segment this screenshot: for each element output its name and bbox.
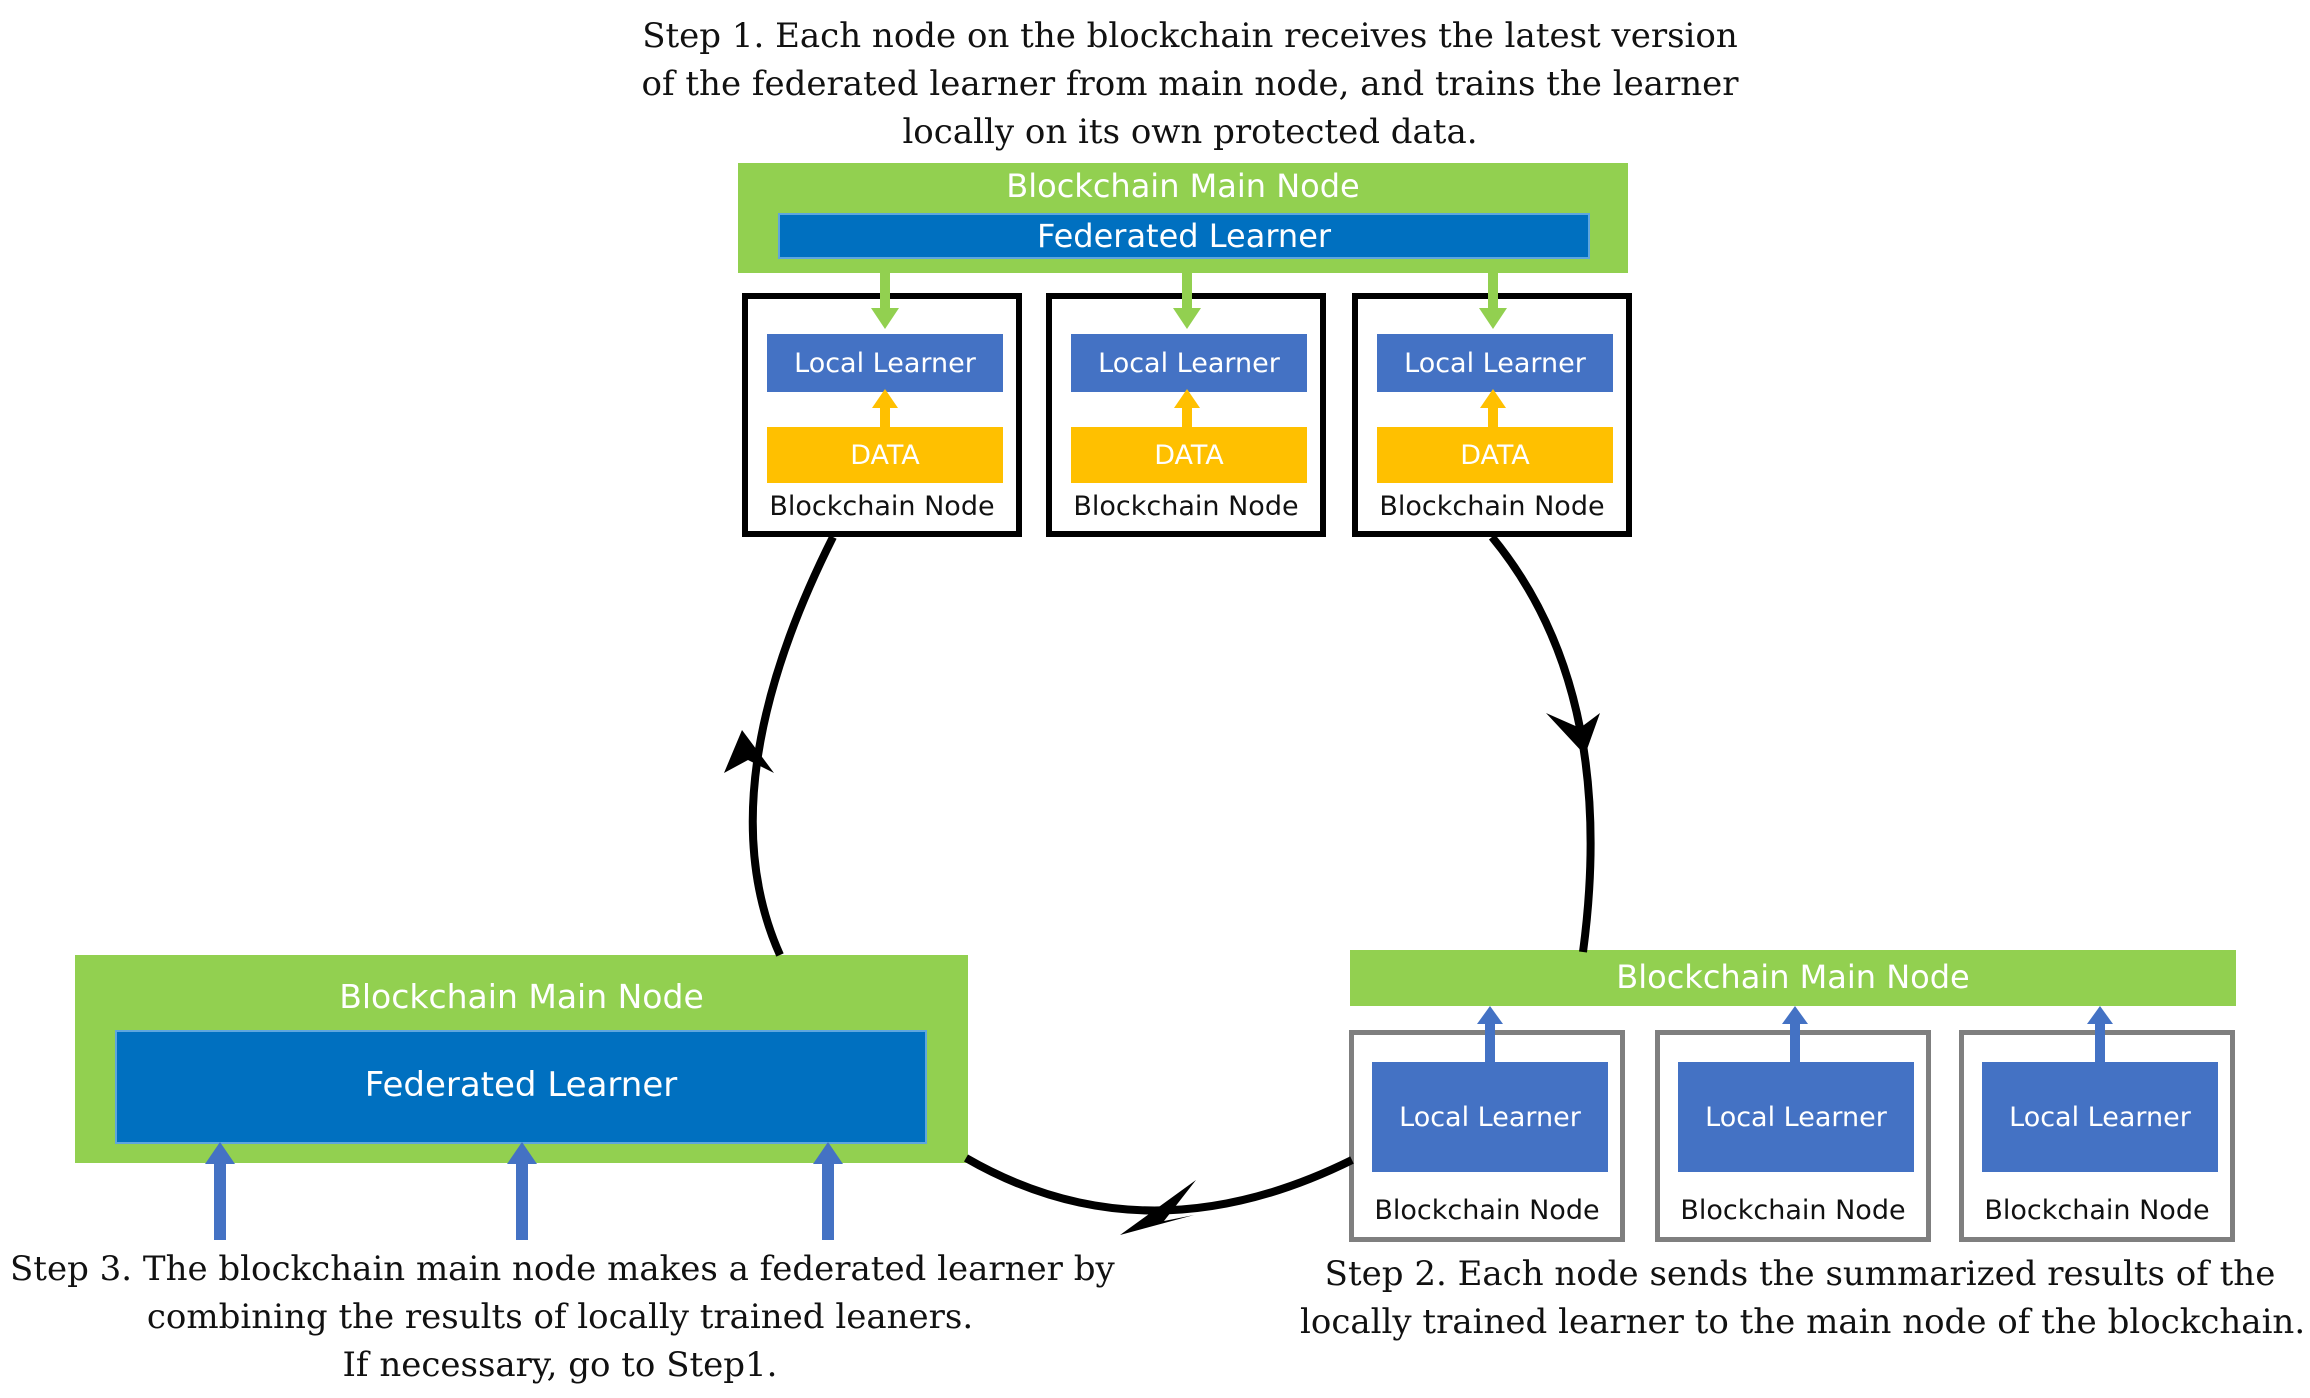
- blue-arrow-left-1: [205, 1142, 235, 1240]
- right-node-3-local-learner: Local Learner: [1982, 1062, 2218, 1172]
- top-node-1-local-learner: Local Learner: [767, 334, 1003, 392]
- top-main-node: Blockchain Main Node Federated Learner: [738, 163, 1628, 273]
- step2-line-2: locally trained learner to the main node…: [1300, 1302, 2306, 1342]
- right-node-2-label: Blockchain Node: [1680, 1195, 1906, 1226]
- right-node-1: Local Learner Blockchain Node: [1349, 1030, 1625, 1242]
- top-node-1-data: DATA: [767, 427, 1003, 483]
- cycle-arrowhead-up: [724, 730, 774, 773]
- step2-line-1: Step 2. Each node sends the summarized r…: [1324, 1254, 2276, 1294]
- step1-caption: Step 1. Each node on the blockchain rece…: [560, 12, 1820, 156]
- step1-line-2: of the federated learner from main node,…: [641, 64, 1739, 104]
- top-node-3-label: Blockchain Node: [1379, 491, 1605, 522]
- cycle-arrowhead-left: [1120, 1180, 1196, 1235]
- right-main-node: Blockchain Main Node: [1350, 950, 2236, 1006]
- top-federated-learner-label: Federated Learner: [1036, 217, 1332, 255]
- right-node-3-label: Blockchain Node: [1984, 1195, 2210, 1226]
- right-main-node-title: Blockchain Main Node: [1616, 958, 1970, 996]
- left-main-node-title: Blockchain Main Node: [339, 977, 704, 1016]
- blue-arrow-left-2: [507, 1142, 537, 1240]
- blue-arrow-right-2: [1782, 1006, 1808, 1062]
- left-main-node: Blockchain Main Node Federated Learner: [75, 955, 968, 1163]
- left-federated-learner-label: Federated Learner: [364, 1065, 678, 1105]
- top-federated-learner: Federated Learner: [778, 213, 1590, 259]
- top-node-2-data: DATA: [1071, 427, 1307, 483]
- top-node-1-label: Blockchain Node: [769, 491, 995, 522]
- top-node-2-local-learner: Local Learner: [1071, 334, 1307, 392]
- left-federated-learner: Federated Learner: [115, 1030, 927, 1144]
- step3-line-1: Step 3. The blockchain main node makes a…: [10, 1249, 1115, 1289]
- right-node-2-local-learner: Local Learner: [1678, 1062, 1914, 1172]
- step1-line-3: locally on its own protected data.: [902, 112, 1478, 152]
- right-node-1-local-learner: Local Learner: [1372, 1062, 1608, 1172]
- right-node-3: Local Learner Blockchain Node: [1959, 1030, 2235, 1242]
- cycle-arc-left: [748, 535, 837, 957]
- blue-arrow-left-3: [813, 1142, 843, 1240]
- top-node-2-label: Blockchain Node: [1073, 491, 1299, 522]
- yellow-arrow-2: [1174, 389, 1200, 427]
- step1-line-1: Step 1. Each node on the blockchain rece…: [642, 16, 1738, 56]
- cycle-arc-right: [1488, 534, 1595, 953]
- cycle-arrowhead-down: [1546, 713, 1600, 755]
- yellow-arrow-1: [872, 389, 898, 427]
- green-arrow-2: [1173, 273, 1201, 329]
- step3-caption: Step 3. The blockchain main node makes a…: [10, 1245, 1115, 1389]
- top-node-1: Local Learner DATA Blockchain Node: [742, 293, 1022, 537]
- top-node-3-local-learner: Local Learner: [1377, 334, 1613, 392]
- cycle-arc-bottom: [964, 1154, 1354, 1215]
- top-node-3-data: DATA: [1377, 427, 1613, 483]
- yellow-arrow-3: [1480, 389, 1506, 427]
- step3-line-2: combining the results of locally trained…: [146, 1297, 974, 1337]
- green-arrow-1: [871, 273, 899, 329]
- green-arrow-3: [1479, 273, 1507, 329]
- step3-line-3: If necessary, go to Step1.: [342, 1345, 778, 1385]
- step2-caption: Step 2. Each node sends the summarized r…: [1300, 1250, 2306, 1346]
- top-main-node-title: Blockchain Main Node: [1006, 167, 1360, 205]
- right-node-1-label: Blockchain Node: [1374, 1195, 1600, 1226]
- blue-arrow-right-3: [2087, 1006, 2113, 1062]
- blue-arrow-right-1: [1477, 1006, 1503, 1062]
